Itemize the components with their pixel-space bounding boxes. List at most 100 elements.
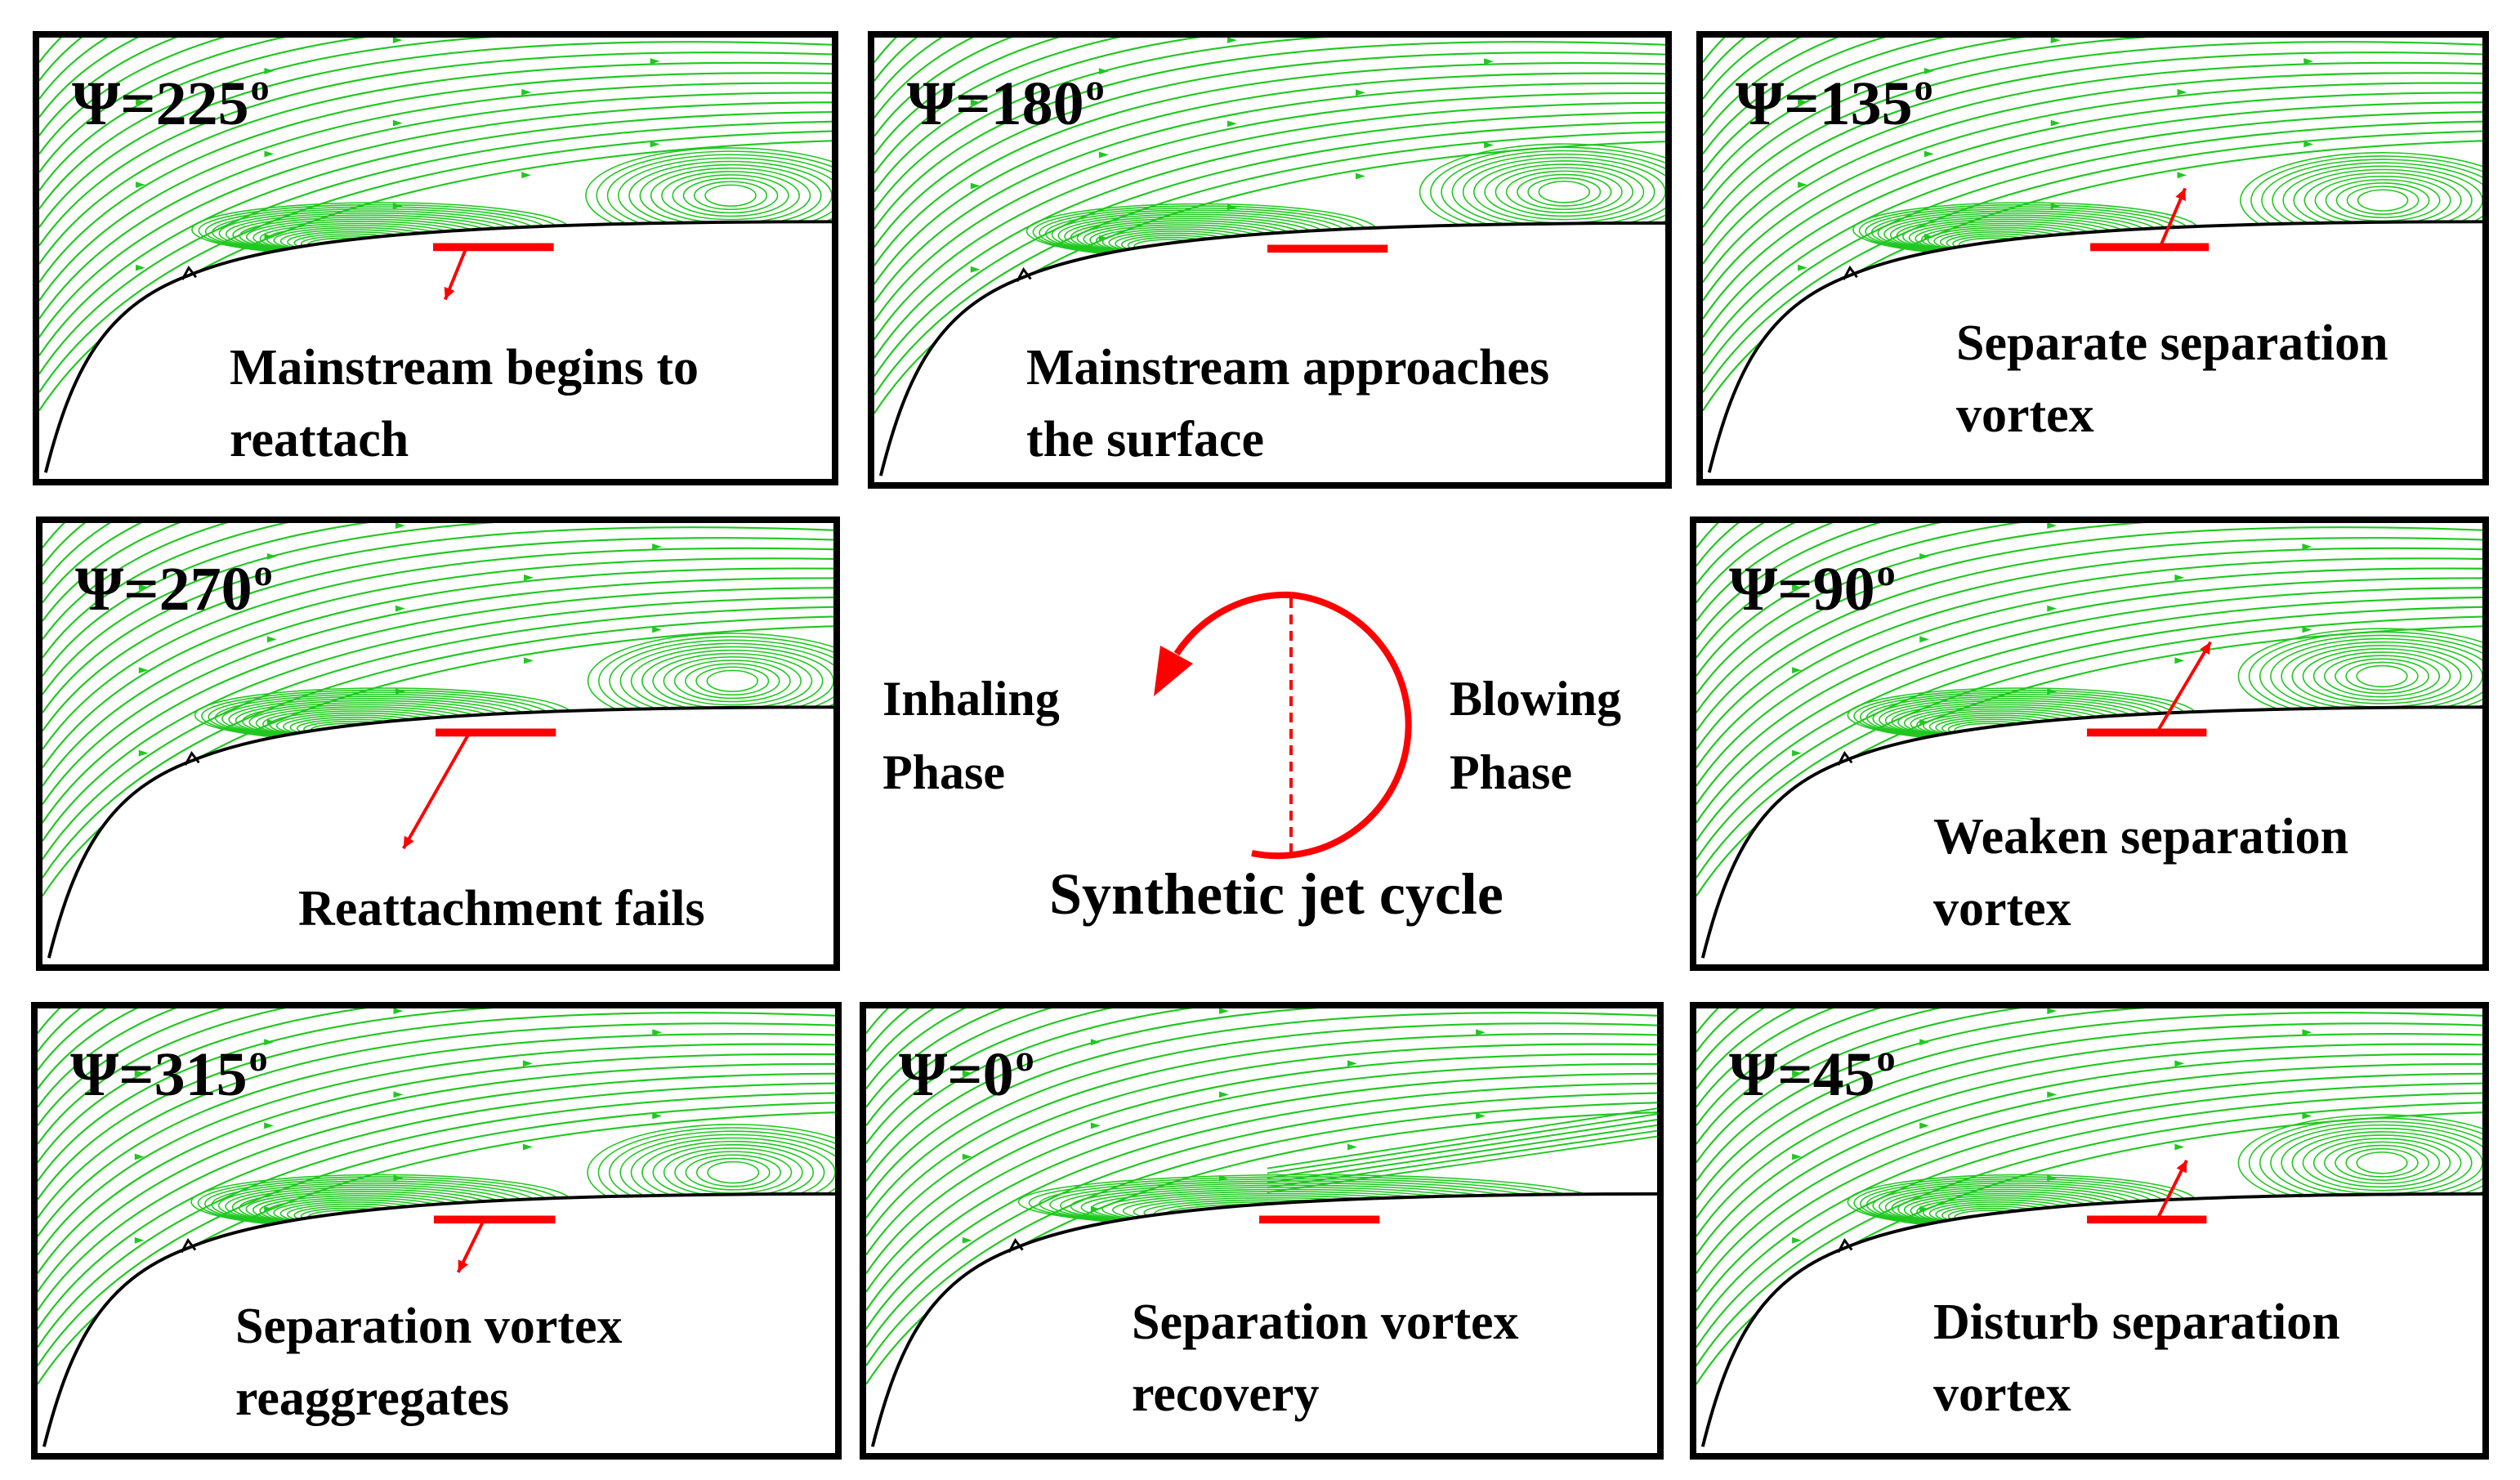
streamline-arrow	[1792, 749, 1802, 757]
streamline-arrow	[1226, 120, 1237, 127]
streamline-arrow	[522, 1060, 533, 1067]
streamline	[39, 41, 832, 228]
streamline	[874, 121, 1665, 378]
streamline	[38, 1043, 835, 1256]
streamline-arrow	[2302, 1029, 2312, 1036]
streamline-arrow	[1098, 68, 1109, 75]
streamline	[1696, 1062, 2482, 1293]
streamline-arrow	[1347, 1060, 1357, 1067]
streamline	[1696, 523, 1882, 640]
streamline-plot	[874, 38, 1665, 482]
streamline	[1703, 101, 2482, 338]
streamline	[866, 1033, 1657, 1237]
streamline	[1696, 1043, 2482, 1256]
streamline-arrow	[2047, 605, 2058, 612]
streamline	[1696, 523, 1765, 585]
solid-body	[874, 222, 1665, 482]
streamline-arrow	[138, 667, 149, 674]
streamline	[38, 1012, 835, 1201]
streamline-arrow	[134, 1236, 145, 1244]
streamline	[874, 92, 1665, 322]
streamline-arrow	[970, 266, 981, 273]
streamline	[1696, 523, 1941, 659]
phase-angle-label: Ψ=225o	[72, 66, 270, 138]
streamline	[866, 1072, 1657, 1312]
streamline-arrow	[521, 88, 532, 96]
streamline-arrow	[1090, 1122, 1101, 1129]
streamline	[1696, 596, 2482, 842]
streamline-arrow	[393, 1174, 404, 1182]
annotation-arrowhead	[403, 835, 414, 849]
downstream-vortex	[652, 652, 813, 709]
streamline-arrow	[1218, 1008, 1229, 1015]
solid-body	[1703, 221, 2482, 479]
surface-step	[1837, 750, 1853, 766]
downstream-vortex	[2303, 172, 2462, 229]
streamline-arrow	[1792, 667, 1802, 674]
streamline-arrow	[2047, 1174, 2058, 1182]
downstream-vortex	[2324, 655, 2441, 698]
streamline	[1696, 567, 2482, 787]
downstream-vortex	[2356, 664, 2408, 688]
streamline	[1696, 523, 1796, 604]
streamline-arrow	[2047, 1008, 2058, 1015]
streamline-plot	[42, 523, 833, 964]
streamline-arrow	[2303, 58, 2314, 65]
streamline-arrow	[395, 688, 405, 695]
streamline	[38, 1008, 493, 1182]
streamline	[1703, 92, 2482, 320]
cycle-arc	[1251, 592, 1412, 860]
streamline	[39, 38, 109, 100]
panel-annotation: Reattachment fails	[298, 881, 705, 937]
streamline	[39, 120, 832, 375]
streamline-arrow	[1792, 1236, 1802, 1244]
streamline	[42, 606, 833, 861]
streamline-arrow	[1919, 1205, 1929, 1213]
streamline	[39, 51, 832, 247]
surface-step	[1008, 1238, 1024, 1254]
streamline-arrow	[1356, 172, 1365, 180]
streamline-arrow	[138, 584, 149, 591]
streamline-arrow	[1218, 1091, 1229, 1098]
streamline	[38, 1008, 107, 1071]
streamline	[1703, 38, 1887, 154]
solid-body	[42, 707, 833, 964]
streamline-plot	[1696, 523, 2482, 964]
streamline	[38, 1022, 835, 1219]
streamline-arrow	[392, 38, 403, 43]
streamline-arrow	[962, 1070, 972, 1077]
streamline	[42, 523, 229, 641]
streamline	[874, 38, 975, 118]
surface-step	[184, 750, 200, 766]
streamline-arrow	[962, 1236, 972, 1244]
streamline	[1696, 523, 1834, 622]
streamline	[874, 41, 1665, 230]
streamline	[866, 1082, 1657, 1330]
phase-angle-label: Ψ=270o	[75, 552, 273, 624]
streamline-arrow	[2047, 688, 2058, 695]
annotation-arrow	[2157, 641, 2212, 731]
streamline	[866, 1008, 1194, 1164]
streamline	[866, 1008, 1318, 1182]
airfoil-surface	[1707, 220, 2482, 473]
streamline	[874, 38, 1202, 193]
cycle-arrowhead	[1154, 646, 1193, 696]
downstream-vortex	[2259, 634, 2482, 718]
streamline	[866, 1008, 1052, 1127]
downstream-vortex	[2312, 651, 2451, 701]
streamline	[1703, 38, 2148, 210]
streamline	[1696, 625, 2482, 897]
streamline	[38, 1008, 287, 1145]
streamline	[42, 523, 370, 677]
downstream-vortex	[2345, 661, 2419, 691]
streamline	[1696, 1092, 2482, 1348]
streamline	[1696, 1008, 2145, 1182]
shear-layer-streamline	[1267, 1107, 1657, 1169]
streamline	[874, 38, 1326, 211]
streamline-arrow	[136, 98, 145, 105]
phase-angle-label: Ψ=180o	[907, 66, 1105, 138]
streamline	[39, 101, 832, 338]
streamline	[38, 1008, 139, 1089]
downstream-vortex	[1473, 160, 1655, 224]
